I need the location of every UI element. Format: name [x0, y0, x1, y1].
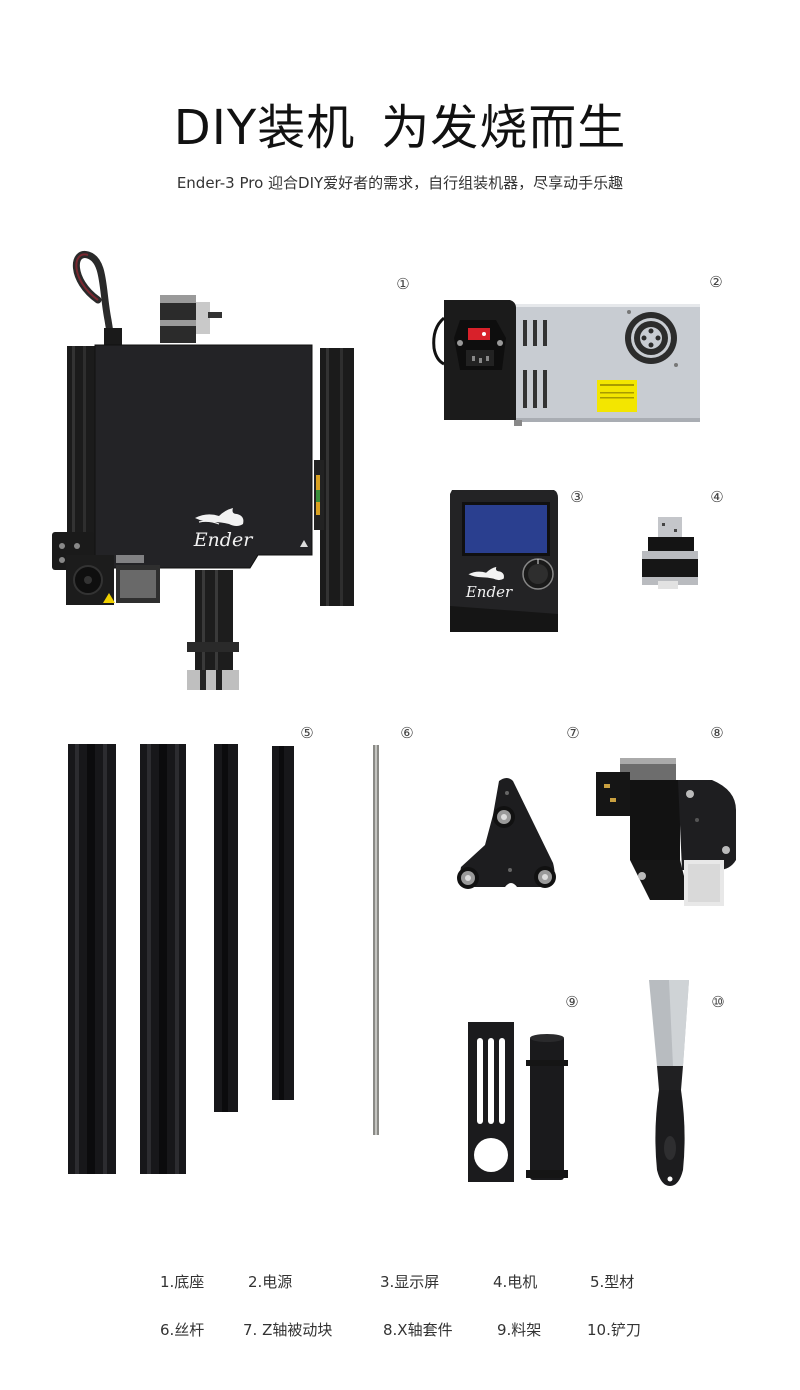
power-supply-image — [430, 298, 702, 428]
parts-legend: 1.底座 2.电源 3.显示屏 4.电机 5.型材 6.丝杆 7. Z轴被动块 … — [140, 1271, 680, 1351]
filament-holder-image — [466, 1020, 576, 1185]
page-title: DIY装机为发烧而生 — [0, 98, 800, 158]
part-marker-3: ③ — [570, 488, 584, 506]
legend-item-3: 3.显示屏 — [380, 1273, 440, 1291]
ender-logo-text: Ender — [465, 583, 513, 601]
printer-base-image: Ender — [50, 250, 360, 695]
legend-item-6: 6.丝杆 — [160, 1321, 205, 1339]
legend-row-2: 6.丝杆 7. Z轴被动块 8.X轴套件 9.料架 10.铲刀 — [140, 1319, 680, 1341]
legend-item-2: 2.电源 — [248, 1273, 293, 1291]
legend-item-9: 9.料架 — [497, 1321, 542, 1339]
x-axis-kit-image — [590, 750, 740, 910]
lead-screw-image — [372, 745, 380, 1135]
title-part-1: DIY装机 — [173, 100, 356, 156]
legend-row-1: 1.底座 2.电源 3.显示屏 4.电机 5.型材 — [140, 1271, 680, 1293]
ender-logo-bed: Ender — [178, 508, 268, 550]
part-marker-6: ⑥ — [400, 724, 414, 742]
z-axis-idler-image — [455, 775, 565, 895]
legend-item-7: 7. Z轴被动块 — [243, 1321, 333, 1339]
extrusion-2 — [140, 744, 186, 1174]
scraper-image — [645, 980, 695, 1190]
page-subtitle: Ender-3 Pro 迎合DIY爱好者的需求，自行组装机器，尽享动手乐趣 — [176, 174, 624, 192]
part-marker-10: ⑩ — [711, 993, 725, 1011]
part-marker-2: ② — [709, 273, 723, 291]
dragon-icon — [468, 566, 504, 581]
dragon-icon — [195, 508, 244, 526]
part-marker-5: ⑤ — [300, 724, 314, 742]
legend-item-1: 1.底座 — [160, 1273, 205, 1291]
warning-triangle-icon — [300, 540, 308, 547]
part-marker-7: ⑦ — [566, 724, 580, 742]
part-marker-8: ⑧ — [710, 724, 724, 742]
legend-item-10: 10.铲刀 — [587, 1321, 641, 1339]
ender-logo-display: Ender — [454, 566, 524, 600]
extrusion-profiles-image — [65, 742, 305, 1177]
ender-logo-text: Ender — [193, 529, 253, 551]
legend-item-8: 8.X轴套件 — [383, 1321, 453, 1339]
part-marker-1: ① — [396, 275, 410, 293]
legend-item-5: 5.型材 — [590, 1273, 635, 1291]
extrusion-3 — [214, 744, 238, 1112]
extrusion-4 — [272, 746, 294, 1100]
display-screen-image: Ender — [448, 488, 560, 632]
extrusion-1 — [68, 744, 116, 1174]
stepper-motor-image — [640, 515, 700, 590]
legend-item-4: 4.电机 — [493, 1273, 538, 1291]
title-part-2: 为发烧而生 — [381, 100, 627, 156]
part-marker-4: ④ — [710, 488, 724, 506]
part-marker-9: ⑨ — [565, 993, 579, 1011]
